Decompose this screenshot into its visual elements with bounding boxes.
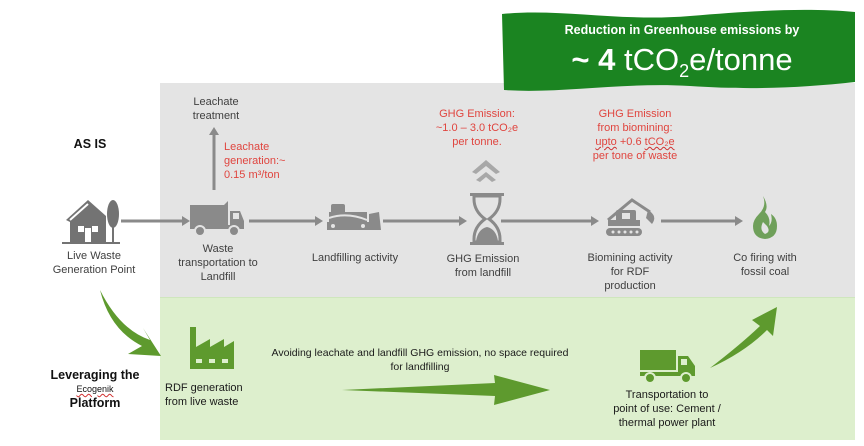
step-landfilling-label: Landfilling activity	[311, 252, 399, 264]
leachate-treatment-label: Leachate treatment	[178, 95, 254, 123]
ghg-biomining-unit: tCO₂e	[644, 136, 675, 148]
step-ghg-line1: GHG Emission	[446, 253, 520, 265]
ghg-biomining-note: GHG Emission from biomining: upto +0.6 t…	[580, 107, 690, 163]
step-biomining-line3: production	[604, 280, 656, 292]
factory-icon	[190, 327, 234, 369]
platform-label-line3: Platform	[69, 396, 121, 410]
truck-icon	[640, 350, 695, 384]
step-cofiring-line1: Co firing with	[733, 252, 797, 264]
banner-value-number: ~ 4	[571, 42, 616, 77]
excavator-icon	[606, 198, 655, 236]
chevron-up-icon	[472, 160, 500, 182]
ghg-landfill-note: GHG Emission: ~1.0 – 3.0 tCO₂e per tonne…	[427, 107, 527, 149]
leachate-generation-line2: generation:~	[224, 155, 286, 167]
step-biomining-line1: Biomining activity	[587, 252, 673, 264]
platform-label: Leveraging the Ecogenik Platform	[40, 367, 150, 411]
step-ghg-line2: from landfill	[454, 267, 512, 279]
banner-subtitle: Reduction in Greenhouse emissions by	[564, 23, 800, 37]
platform-label-brand: Ecogenik	[76, 384, 114, 394]
bulldozer-icon	[327, 204, 381, 230]
avoid-line2: for landfilling	[390, 361, 450, 373]
ghg-landfill-line3: per tonne.	[452, 136, 502, 148]
avoid-line1: Avoiding leachate and landfill GHG emiss…	[271, 347, 569, 359]
source-label: Live Waste Generation Point	[40, 249, 148, 277]
rdf-generation-label: RDF generation from live waste	[165, 381, 243, 409]
step-transport-label: Waste transportation to Landfill	[163, 242, 273, 284]
ghg-biomining-line1: GHG Emission	[598, 108, 672, 120]
hourglass-icon	[470, 193, 504, 245]
ghg-biomining-line3: upto +0.6 tCO₂e	[580, 135, 690, 149]
leachate-treatment-line1: Leachate	[193, 96, 239, 108]
ghg-biomining-upto: upto	[595, 136, 617, 148]
house-tree-icon	[62, 200, 120, 244]
transport-line2: point of use: Cement /	[613, 403, 721, 415]
step-cofiring-line2: fossil coal	[740, 266, 790, 278]
ghg-biomining-line4: per tone of waste	[592, 150, 678, 162]
leachate-treatment-line2: treatment	[192, 110, 240, 122]
ghg-landfill-line2: ~1.0 – 3.0 tCO₂e	[435, 122, 519, 134]
source-label-line1: Live Waste	[66, 250, 121, 262]
rdf-line2: from live waste	[165, 396, 239, 408]
banner-unit-a: tCO	[615, 42, 680, 77]
transport-line3: thermal power plant	[618, 417, 716, 429]
step-transport-line1: Waste	[202, 243, 234, 255]
step-transport-line3: Landfill	[200, 271, 236, 283]
step-biomining-label: Biomining activity for RDF production	[575, 251, 685, 293]
ghg-landfill-line1: GHG Emission:	[439, 108, 515, 120]
transport-label: Transportation to point of use: Cement /…	[605, 388, 729, 430]
rdf-line1: RDF generation	[165, 382, 243, 394]
leachate-generation-line1: Leachate	[224, 141, 270, 153]
transport-line1: Transportation to	[625, 389, 709, 401]
banner-value: ~ 4 tCO2e/tonne	[500, 42, 864, 82]
step-biomining-line2: for RDF	[610, 266, 650, 278]
step-transport-line2: transportation to	[178, 257, 258, 269]
ghg-biomining-value: +0.6	[616, 136, 645, 148]
leachate-generation-line3: 0.15 m³/ton	[224, 169, 280, 181]
flame-icon	[753, 196, 777, 239]
step-ghg-label: GHG Emission from landfill	[433, 252, 533, 280]
platform-label-line1: Leveraging the	[50, 368, 140, 382]
as-is-process-band	[160, 83, 855, 297]
banner-unit-sub: 2	[679, 61, 690, 82]
dump-truck-icon	[190, 201, 244, 237]
avoid-landfill-note: Avoiding leachate and landfill GHG emiss…	[270, 346, 570, 374]
banner-unit-b: e/tonne	[689, 42, 793, 77]
step-cofiring-label: Co firing with fossil coal	[715, 251, 815, 279]
source-label-line2: Generation Point	[52, 264, 136, 276]
leachate-generation-label: Leachate generation:~ 0.15 m³/ton	[224, 140, 285, 182]
as-is-label: AS IS	[73, 137, 107, 151]
reduction-banner	[502, 9, 855, 91]
ghg-biomining-line2: from biomining:	[597, 122, 673, 134]
arrow-down-to-platform	[100, 290, 161, 356]
